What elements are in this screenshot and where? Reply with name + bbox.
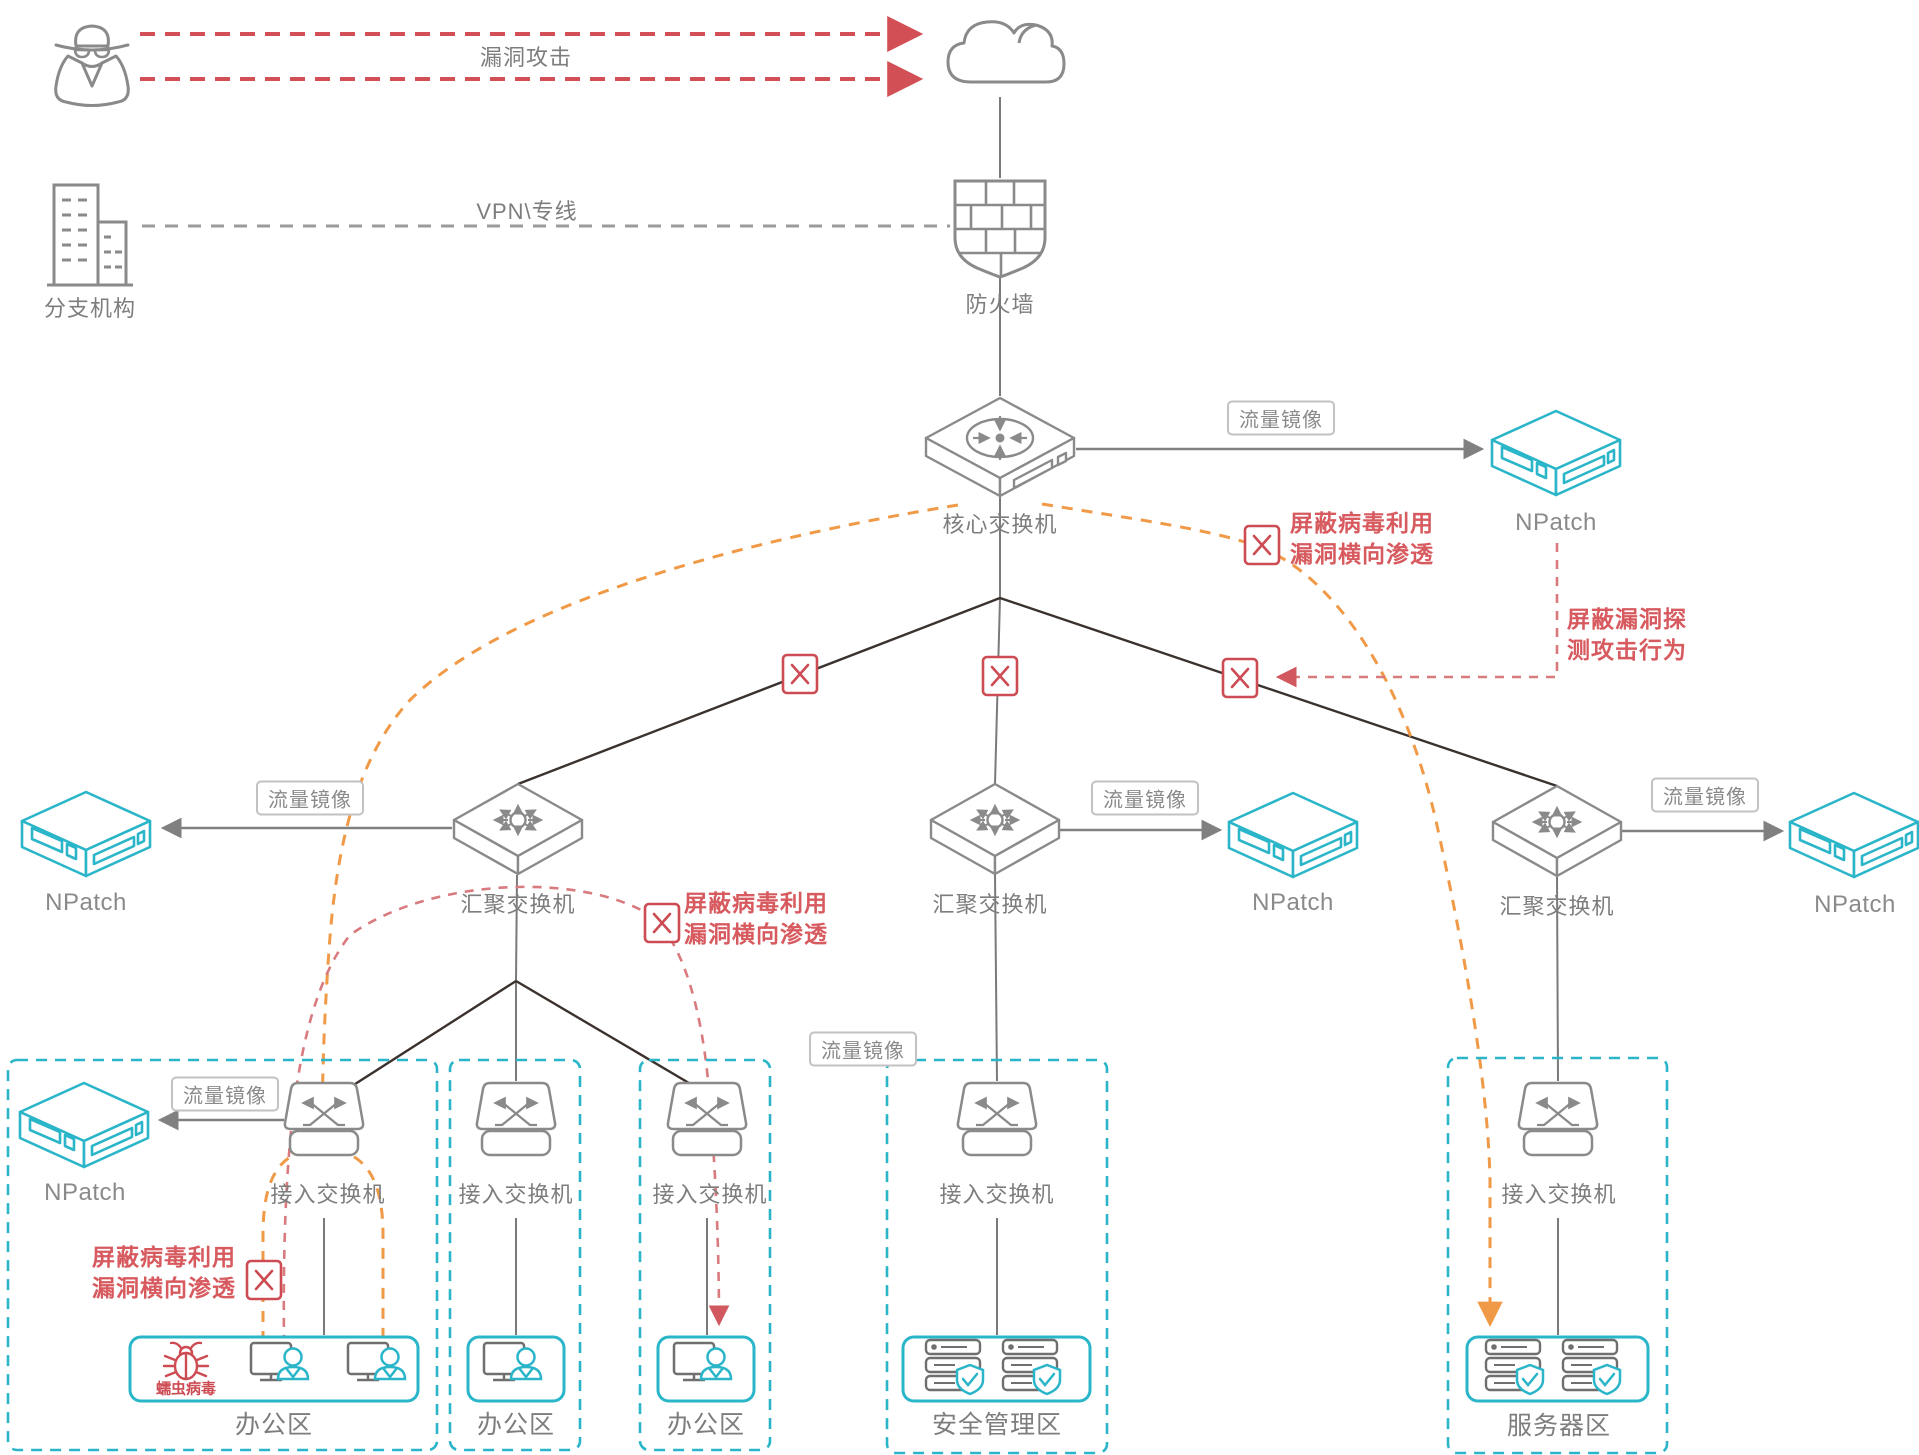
agg-switch-label-middle: 汇聚交换机: [932, 892, 1048, 917]
access-switch-4-icon: [958, 1083, 1036, 1155]
access-switch-1-icon: [285, 1083, 363, 1155]
blocked-x-icon-agg-arc: [643, 902, 681, 944]
server-zone-server-shield-icon-b: [1561, 1338, 1622, 1396]
npatch-label-office: NPatch: [44, 1179, 126, 1206]
zone-box-office-3: [638, 1058, 772, 1452]
access-switch-label-3: 接入交换机: [652, 1182, 768, 1207]
access-switch-label-5: 接入交换机: [1501, 1182, 1617, 1207]
traffic-mirror-badge-right: 流量镜像: [1651, 777, 1759, 813]
vpn-label: VPN\专线: [476, 199, 578, 224]
access-switch-3-icon: [668, 1083, 746, 1155]
core-to-agg-right-line: [999, 596, 1558, 788]
orange-path-core-to-server: [1041, 502, 1503, 1328]
access-switch-5-icon: [1519, 1083, 1597, 1155]
orange-paths: [261, 502, 1503, 1342]
aggregation-switch-middle-icon: [931, 784, 1059, 874]
note-block-probe: 屏蔽漏洞探 测攻击行为: [1567, 604, 1687, 666]
blocked-x-icon-core-arc: [1243, 524, 1281, 566]
note-line: 屏蔽漏洞探: [1567, 606, 1687, 632]
secmgmt-server-shield-icon-a: [924, 1338, 985, 1396]
blocked-x-icon-middle-link: [981, 655, 1019, 697]
branch-office-building-icon: [45, 183, 135, 287]
npatch-label-middle: NPatch: [1252, 889, 1334, 916]
server-zone-server-shield-icon-a: [1484, 1338, 1545, 1396]
server-zone-label: 服务器区: [1506, 1412, 1612, 1440]
note-line: 漏洞横向渗透: [92, 1274, 236, 1301]
zone-box-office-2: [448, 1058, 582, 1452]
branch-office-label: 分支机构: [43, 296, 137, 321]
orange-path-core-to-office: [320, 503, 959, 1145]
note-line: 屏蔽病毒利用: [92, 1244, 236, 1270]
note-block-lateral-office: 屏蔽病毒利用 漏洞横向渗透: [92, 1242, 236, 1304]
npatch-label-left: NPatch: [45, 889, 127, 916]
agg-left-stem-line: [515, 874, 518, 982]
npatch-label-right: NPatch: [1814, 891, 1896, 918]
zone-boxes: [6, 1056, 1669, 1455]
mirror-arrows: [157, 438, 1785, 1131]
note-line: 屏蔽病毒利用: [684, 890, 828, 916]
aggregation-switch-left-icon: [454, 784, 582, 874]
agg-left-to-access1-line: [351, 979, 517, 1088]
secmgmt-server-shield-icon-b: [1001, 1338, 1062, 1396]
note-line: 漏洞横向渗透: [684, 920, 828, 947]
note-line: 漏洞横向渗透: [1290, 540, 1434, 567]
npatch-appliance-core-icon: [1490, 409, 1622, 497]
blocked-x-icon-right-link: [1221, 657, 1259, 699]
note-block-lateral-core: 屏蔽病毒利用 漏洞横向渗透: [1290, 508, 1434, 570]
office-zone-label-3: 办公区: [666, 1411, 746, 1439]
note-block-lateral-agg: 屏蔽病毒利用 漏洞横向渗透: [684, 888, 828, 950]
zone-box-security-mgmt: [885, 1058, 1109, 1455]
blocked-x-icon-left-link: [781, 653, 819, 695]
agg-left-to-access3-line: [515, 979, 695, 1088]
pink-paths: [282, 543, 1559, 1345]
access-switch-label-1: 接入交换机: [270, 1182, 386, 1207]
blocked-x-icon-office: [245, 1259, 283, 1301]
attacker-spy-icon: [54, 24, 130, 107]
npatch-appliance-middle-icon: [1227, 791, 1359, 879]
npatch-appliance-office-icon: [18, 1081, 150, 1169]
core-to-agg-left-line: [517, 596, 1001, 786]
worm-virus-label: 蠕虫病毒: [155, 1380, 217, 1398]
internet-cloud-icon: [946, 20, 1066, 84]
firewall-label: 防火墙: [965, 292, 1035, 317]
attack-arrows: [140, 16, 924, 97]
zone-box-server: [1446, 1056, 1669, 1455]
agg-switch-label-left: 汇聚交换机: [460, 892, 576, 917]
vuln-attack-label: 漏洞攻击: [479, 45, 573, 70]
firewall-brick-shield-icon: [955, 181, 1045, 277]
core-switch-icon: [926, 398, 1074, 496]
note-line: 屏蔽病毒利用: [1290, 510, 1434, 536]
traffic-mirror-badge-left: 流量镜像: [256, 780, 364, 816]
office-zone-label-1: 办公区: [234, 1411, 314, 1439]
tree-diagonals: [351, 596, 1558, 1088]
traffic-mirror-badge-access: 流量镜像: [171, 1076, 279, 1112]
agg-middle-to-access4-line: [994, 874, 998, 1082]
core-switch-label: 核心交换机: [942, 512, 1058, 537]
note-line: 测攻击行为: [1567, 636, 1687, 663]
pink-path-lateral-office: [282, 885, 730, 1345]
traffic-mirror-badge-core: 流量镜像: [1227, 400, 1335, 436]
aggregation-switch-right-icon: [1493, 786, 1621, 876]
traffic-mirror-badge-secmgmt: 流量镜像: [809, 1031, 917, 1067]
office-zone-label-2: 办公区: [476, 1411, 556, 1439]
agg-switch-label-right: 汇聚交换机: [1499, 894, 1615, 919]
security-mgmt-zone-label: 安全管理区: [931, 1411, 1063, 1439]
agg-right-to-access5-line: [1556, 876, 1559, 1082]
access-switch-2-icon: [477, 1083, 555, 1155]
zone-box-office-1: [6, 1058, 439, 1452]
access-switch-label-4: 接入交换机: [939, 1182, 1055, 1207]
npatch-label-core: NPatch: [1515, 509, 1597, 536]
npatch-appliance-right-icon: [1788, 791, 1919, 879]
traffic-mirror-badge-middle: 流量镜像: [1091, 780, 1199, 816]
npatch-appliance-left-icon: [20, 790, 152, 878]
access-switch-label-2: 接入交换机: [458, 1182, 574, 1207]
